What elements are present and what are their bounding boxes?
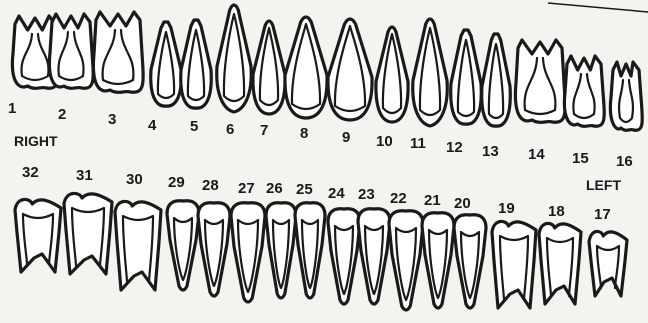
tooth-outline bbox=[515, 40, 565, 122]
tooth-outline bbox=[167, 201, 199, 290]
upper-tooth-4: 4 bbox=[148, 22, 181, 134]
upper-tooth-11: 11 bbox=[410, 19, 447, 152]
tooth-number-11: 11 bbox=[410, 135, 426, 152]
lower-tooth-18: 18 bbox=[539, 203, 581, 304]
tooth-number-18: 18 bbox=[548, 203, 565, 220]
tooth-outline bbox=[454, 215, 486, 308]
lower-tooth-28: 28 bbox=[198, 177, 230, 296]
tooth-number-9: 9 bbox=[342, 129, 350, 146]
tooth-outline bbox=[64, 193, 112, 274]
tooth-outline bbox=[422, 213, 454, 308]
lower-tooth-30: 30 bbox=[115, 171, 161, 290]
lower-tooth-27: 27 bbox=[231, 180, 265, 302]
tooth-number-7: 7 bbox=[260, 122, 268, 139]
lower-tooth-22: 22 bbox=[389, 190, 423, 310]
lower-tooth-20: 20 bbox=[454, 195, 486, 308]
tooth-number-20: 20 bbox=[454, 195, 471, 212]
tooth-outline bbox=[589, 231, 627, 296]
tooth-number-17: 17 bbox=[594, 206, 611, 223]
tooth-number-32: 32 bbox=[22, 164, 39, 181]
lower-tooth-29: 29 bbox=[167, 174, 199, 290]
tooth-number-4: 4 bbox=[148, 117, 157, 134]
upper-tooth-8: 8 bbox=[285, 17, 327, 142]
lower-tooth-31: 31 bbox=[64, 167, 112, 274]
tooth-outline bbox=[413, 19, 447, 126]
lower-tooth-24: 24 bbox=[328, 185, 360, 304]
tooth-outline bbox=[266, 203, 296, 298]
tooth-number-27: 27 bbox=[238, 180, 255, 197]
tooth-outline bbox=[49, 14, 93, 88]
lower-arch: 32 31 30 29 28 27 26 25 24 23 22 21 20 19 18 17 bbox=[15, 164, 627, 310]
tooth-outline bbox=[115, 201, 161, 290]
upper-tooth-3: 3 bbox=[93, 12, 143, 128]
lower-tooth-25: 25 bbox=[295, 181, 325, 298]
tooth-number-30: 30 bbox=[126, 171, 143, 188]
tooth-outline bbox=[539, 223, 581, 304]
tooth-outline bbox=[389, 211, 423, 310]
tooth-number-28: 28 bbox=[202, 177, 219, 194]
tooth-outline bbox=[93, 12, 143, 92]
tooth-outline bbox=[610, 62, 642, 130]
upper-tooth-6: 6 bbox=[217, 5, 251, 138]
tooth-number-31: 31 bbox=[76, 167, 93, 184]
tooth-number-12: 12 bbox=[446, 139, 463, 156]
tooth-number-1: 1 bbox=[8, 100, 16, 117]
tooth-number-6: 6 bbox=[226, 121, 234, 138]
tooth-outline bbox=[376, 27, 408, 122]
tooth-number-23: 23 bbox=[358, 186, 375, 203]
lower-tooth-17: 17 bbox=[589, 206, 627, 296]
tooth-number-29: 29 bbox=[168, 174, 185, 191]
tooth-outline bbox=[358, 209, 390, 304]
upper-tooth-15: 15 bbox=[564, 56, 604, 167]
lower-tooth-23: 23 bbox=[358, 186, 390, 304]
tooth-outline bbox=[328, 209, 360, 304]
tooth-number-3: 3 bbox=[108, 111, 116, 128]
tooth-number-16: 16 bbox=[616, 153, 633, 170]
lower-tooth-26: 26 bbox=[266, 180, 296, 298]
tooth-outline bbox=[15, 199, 61, 272]
upper-tooth-10: 10 bbox=[376, 27, 408, 150]
tooth-number-24: 24 bbox=[328, 185, 345, 202]
upper-tooth-14: 14 bbox=[515, 40, 565, 163]
tooth-number-26: 26 bbox=[266, 180, 283, 197]
label-right: RIGHT bbox=[14, 133, 58, 149]
upper-tooth-16: 16 bbox=[610, 62, 642, 170]
tooth-outline bbox=[217, 5, 251, 112]
tooth-number-13: 13 bbox=[482, 143, 499, 160]
upper-tooth-13: 13 bbox=[482, 34, 511, 160]
upper-tooth-5: 5 bbox=[181, 20, 212, 135]
upper-tooth-2: 2 bbox=[49, 14, 93, 123]
tooth-outline bbox=[253, 21, 285, 114]
lower-tooth-32: 32 bbox=[15, 164, 61, 272]
tooth-number-2: 2 bbox=[58, 106, 66, 123]
tooth-outline bbox=[295, 203, 325, 298]
tooth-number-19: 19 bbox=[498, 200, 515, 217]
tooth-number-8: 8 bbox=[300, 125, 308, 142]
tooth-number-10: 10 bbox=[376, 133, 393, 150]
tooth-number-14: 14 bbox=[528, 146, 545, 163]
tooth-outline bbox=[231, 203, 265, 302]
tooth-outline bbox=[564, 56, 604, 126]
upper-tooth-7: 7 bbox=[253, 21, 285, 139]
tooth-outline bbox=[198, 203, 230, 296]
upper-tooth-12: 12 bbox=[446, 30, 481, 156]
tooth-outline bbox=[492, 221, 536, 308]
tooth-number-22: 22 bbox=[390, 190, 407, 207]
lower-tooth-21: 21 bbox=[422, 192, 454, 308]
tooth-number-15: 15 bbox=[572, 150, 589, 167]
lower-tooth-19: 19 bbox=[492, 200, 536, 308]
upper-tooth-9: 9 bbox=[328, 19, 372, 146]
tooth-number-21: 21 bbox=[424, 192, 441, 209]
border-line bbox=[548, 3, 648, 12]
tooth-number-5: 5 bbox=[190, 118, 198, 135]
tooth-number-25: 25 bbox=[296, 181, 313, 198]
label-left: LEFT bbox=[586, 177, 621, 193]
